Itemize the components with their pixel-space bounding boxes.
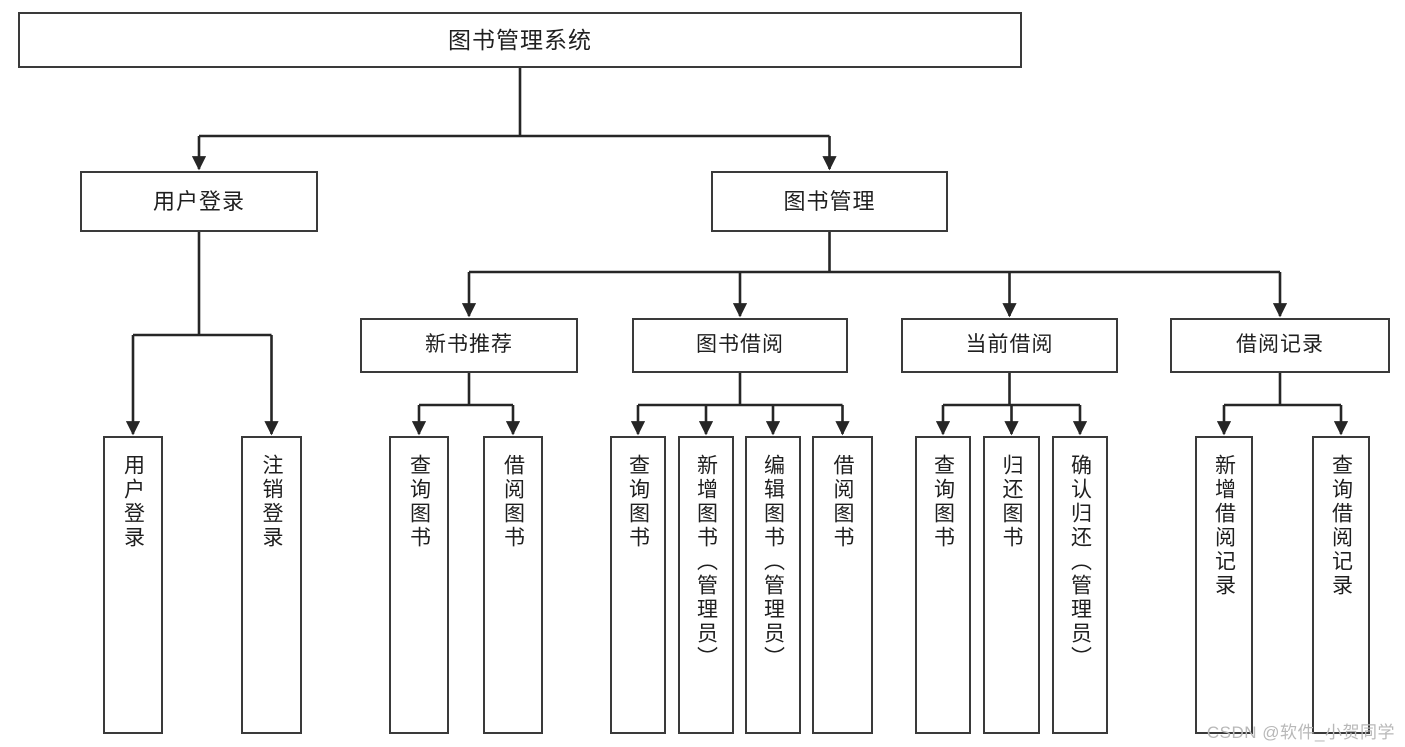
node-leaf-user-logout[interactable]: 注销登录 [241, 436, 302, 734]
node-label: 借阅图书 [831, 454, 854, 550]
node-label: 用户登录 [121, 454, 145, 550]
node-leaf-borrow-borrow-book[interactable]: 借阅图书 [812, 436, 873, 734]
node-leaf-borrow-edit-book[interactable]: 编辑图书（管理员） [745, 436, 801, 734]
node-label: 图书管理 [783, 188, 876, 214]
node-book-manage[interactable]: 图书管理 [711, 171, 948, 232]
node-label: 注销登录 [260, 454, 283, 550]
node-leaf-cur-confirm-return[interactable]: 确认归还（管理员） [1052, 436, 1108, 734]
node-label: 借阅记录 [1236, 333, 1324, 357]
node-label: 新增图书（管理员） [694, 454, 718, 670]
watermark: CSDN @软件_小贺同学 [1206, 723, 1395, 742]
node-borrow-record[interactable]: 借阅记录 [1170, 318, 1390, 373]
node-leaf-rec-add-record[interactable]: 新增借阅记录 [1195, 436, 1253, 734]
node-label: 图书管理系统 [448, 26, 592, 53]
node-label: 查询图书 [931, 454, 955, 550]
node-leaf-rec-query-record[interactable]: 查询借阅记录 [1312, 436, 1370, 734]
node-book-borrow[interactable]: 图书借阅 [632, 318, 848, 373]
node-leaf-borrow-query-book[interactable]: 查询图书 [610, 436, 666, 734]
node-label: 查询借阅记录 [1329, 454, 1353, 598]
node-label: 编辑图书（管理员） [761, 454, 785, 670]
node-leaf-user-login[interactable]: 用户登录 [103, 436, 163, 734]
node-new-book-rec[interactable]: 新书推荐 [360, 318, 578, 373]
node-leaf-rec-borrow-book[interactable]: 借阅图书 [483, 436, 543, 734]
node-label: 新增借阅记录 [1212, 454, 1236, 598]
node-root[interactable]: 图书管理系统 [18, 12, 1022, 68]
node-label: 当前借阅 [965, 333, 1054, 357]
node-label: 新书推荐 [425, 333, 513, 357]
node-user-login[interactable]: 用户登录 [80, 171, 318, 232]
node-leaf-borrow-add-book[interactable]: 新增图书（管理员） [678, 436, 734, 734]
node-label: 归还图书 [1000, 454, 1023, 550]
node-leaf-cur-return-book[interactable]: 归还图书 [983, 436, 1040, 734]
node-leaf-rec-query-book[interactable]: 查询图书 [389, 436, 449, 734]
node-label: 确认归还（管理员） [1068, 454, 1092, 670]
node-label: 借阅图书 [501, 454, 525, 550]
node-current-borrow[interactable]: 当前借阅 [901, 318, 1118, 373]
node-label: 查询图书 [407, 454, 431, 550]
node-label: 图书借阅 [696, 333, 784, 357]
node-label: 查询图书 [626, 454, 650, 550]
node-leaf-cur-query-book[interactable]: 查询图书 [915, 436, 971, 734]
node-label: 用户登录 [152, 188, 245, 214]
